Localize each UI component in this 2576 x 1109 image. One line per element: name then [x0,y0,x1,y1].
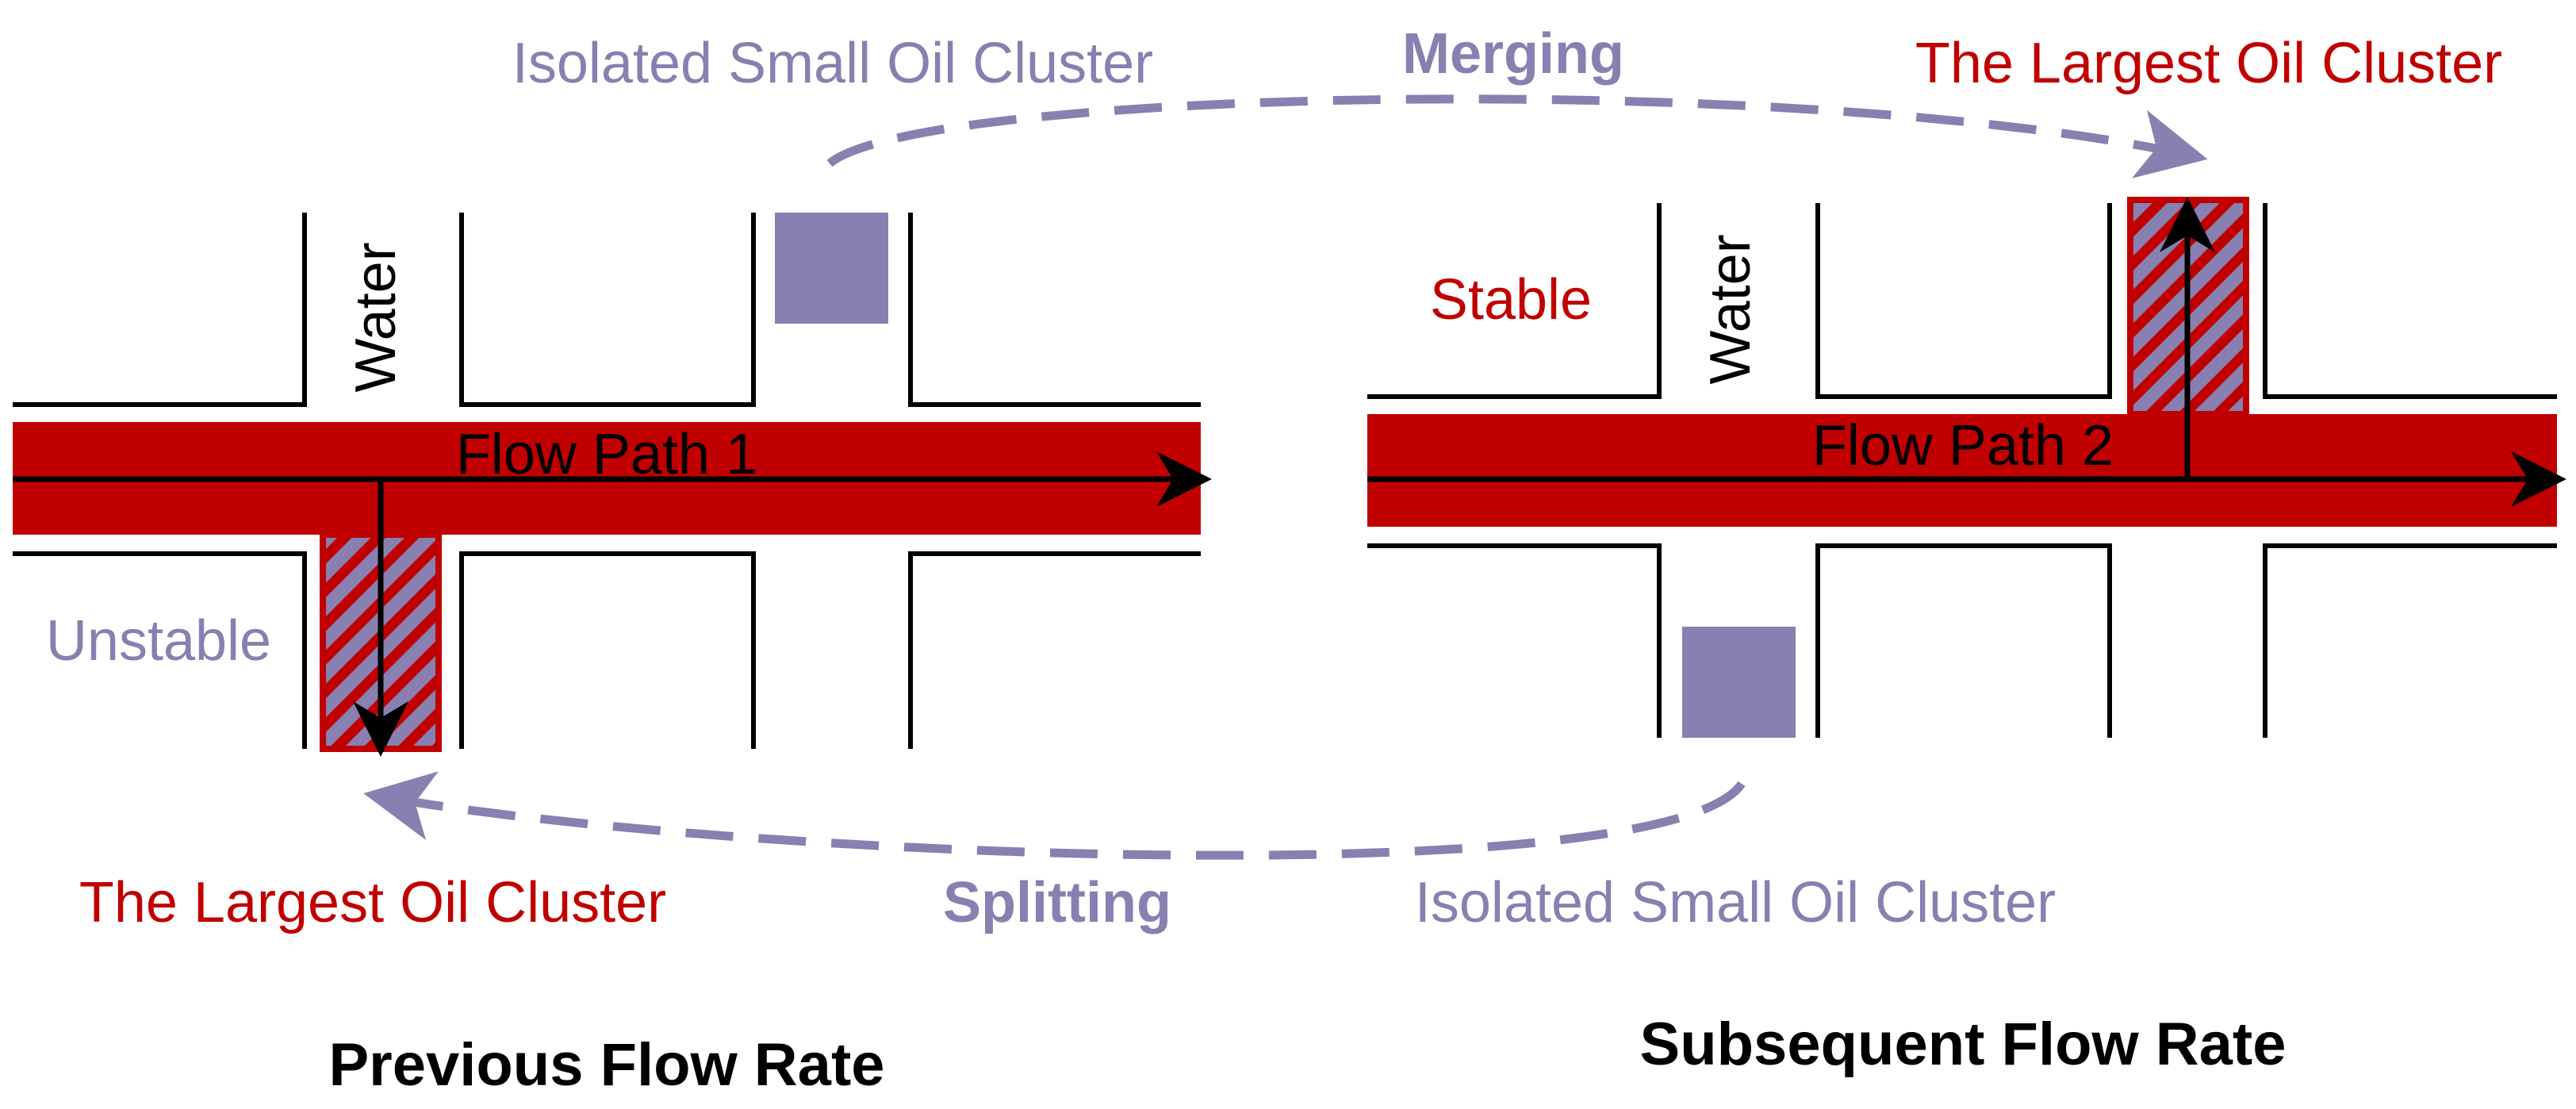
right-state-label: Stable [1430,268,1592,332]
merging-label: Merging [1402,22,1624,86]
splitting-label: Splitting [943,871,1171,934]
right-isolated-cluster-label: Isolated Small Oil Cluster [1415,871,2056,934]
right-pore-walls [1367,203,2557,738]
left-water-label: Water [344,242,408,392]
splitting-arrow [363,771,1746,860]
left-largest-cluster-label: The Largest Oil Cluster [79,871,666,934]
right-water-label: Water [1699,234,1762,384]
left-flow-path-label: Flow Path 1 [456,423,757,486]
top-largest-cluster-label: The Largest Oil Cluster [1915,32,2502,95]
left-panel-caption: Previous Flow Rate [328,1031,884,1099]
left-pore-walls [13,213,1201,749]
left-panel: Water Flow Path 1 Unstable The Largest O… [13,213,1212,1099]
right-oil-channel [1367,414,2557,527]
right-panel: Stable Water Flow Path 2 Isolated Small … [1367,197,2566,1078]
merging-arrow [826,94,2208,178]
right-panel-caption: Subsequent Flow Rate [1640,1011,2287,1078]
left-isolated-small-cluster [775,213,888,324]
top-isolated-cluster-label: Isolated Small Oil Cluster [512,32,1153,95]
right-isolated-small-cluster [1682,627,1796,738]
transition-arrows [363,94,2208,860]
left-state-label: Unstable [46,609,271,673]
right-flow-path-label: Flow Path 2 [1812,414,2114,478]
